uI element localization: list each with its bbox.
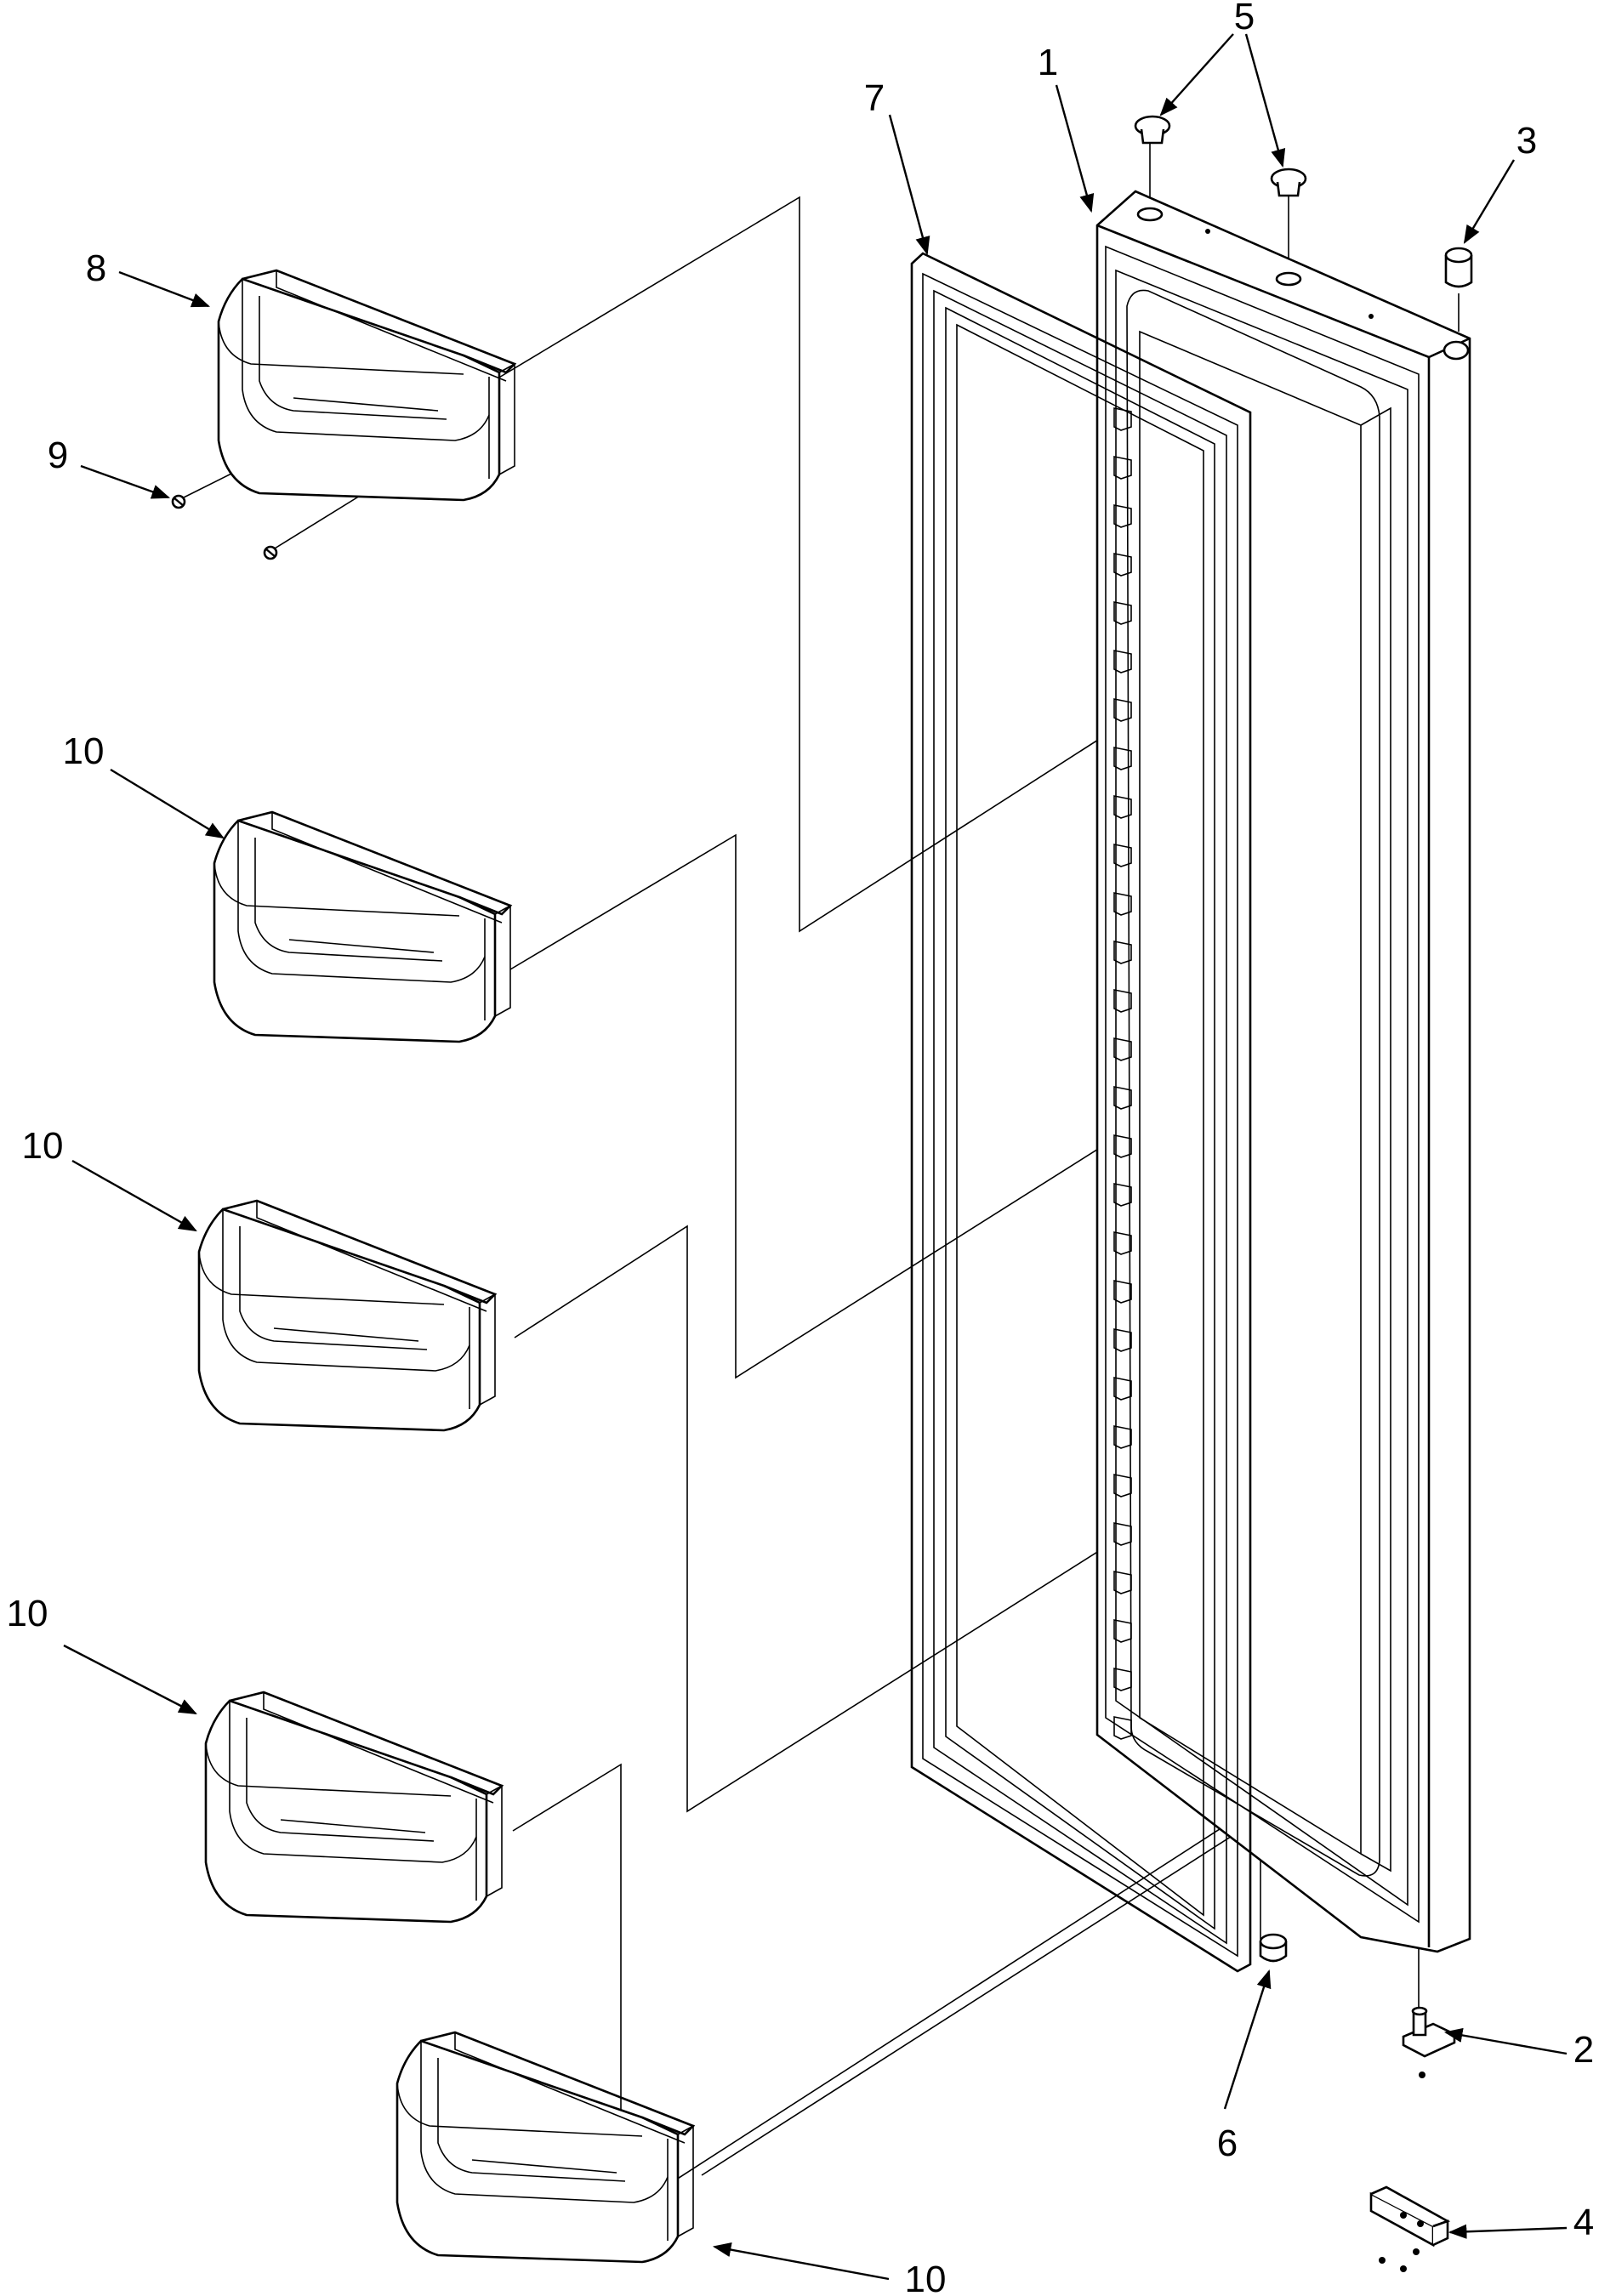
shelf-notch [1113,698,1132,722]
hinge-bracket [1369,2185,1451,2272]
shelf-notch [1113,1716,1132,1740]
callout-10b: 10 [22,1125,64,1167]
screw-1 [171,494,186,509]
callout-9: 9 [48,435,68,476]
shelf-notch [1113,1328,1132,1352]
shelf-notch [1113,1425,1132,1449]
callout-8: 8 [86,247,106,289]
shelf-notch [1113,747,1132,770]
shelf-notch [1113,504,1132,528]
shelf-notch [1113,1474,1132,1498]
shelf-notch [1113,892,1132,916]
shelf-notch [1113,941,1132,964]
door-bin-3 [197,1199,497,1432]
shelf-notch [1113,1571,1132,1594]
shelf-notch [1113,1668,1132,1691]
shelf-notch [1113,989,1132,1013]
callout-arrows [63,33,1568,2281]
shelf-notch [1113,1619,1132,1643]
plug-right [1270,168,1307,197]
bottom-hinge [1402,2006,1456,2078]
shelf-notch [1113,553,1132,577]
hinge-bushing [1444,247,1473,288]
shelf-notch [1113,1037,1132,1061]
callout-10c: 10 [7,1593,48,1634]
callout-10a: 10 [63,730,105,772]
door-stop [1259,1933,1288,1963]
callout-7: 7 [864,77,885,119]
shelf-notch [1113,1134,1132,1158]
callout-4: 4 [1573,2202,1594,2243]
callout-10d: 10 [905,2259,947,2296]
plug-left [1134,115,1171,145]
shelf-notch [1113,1377,1132,1401]
callout-5: 5 [1234,0,1255,37]
callout-6: 6 [1217,2123,1238,2164]
door-bin-4 [204,1691,504,1924]
shelf-notch [1113,1522,1132,1546]
door-bin-2 [213,810,512,1043]
shelf-notch [1113,601,1132,625]
screw-2 [263,545,278,560]
refrigerator-door [1095,190,1471,1953]
shelf-notch [1113,1086,1132,1110]
shelf-notch [1113,795,1132,819]
door-rack-strip [1113,407,1132,1740]
shelf-notch [1113,407,1132,431]
callout-3: 3 [1516,120,1537,162]
door-bin-top [217,269,516,502]
shelf-notch [1113,650,1132,673]
callout-2: 2 [1573,2029,1594,2071]
shelf-notch [1113,1280,1132,1304]
door-bin-5 [395,2031,695,2264]
shelf-notch [1113,456,1132,480]
shelf-notch [1113,1231,1132,1255]
shelf-notch [1113,1183,1132,1207]
shelf-notch [1113,844,1132,867]
callout-1: 1 [1038,42,1058,83]
